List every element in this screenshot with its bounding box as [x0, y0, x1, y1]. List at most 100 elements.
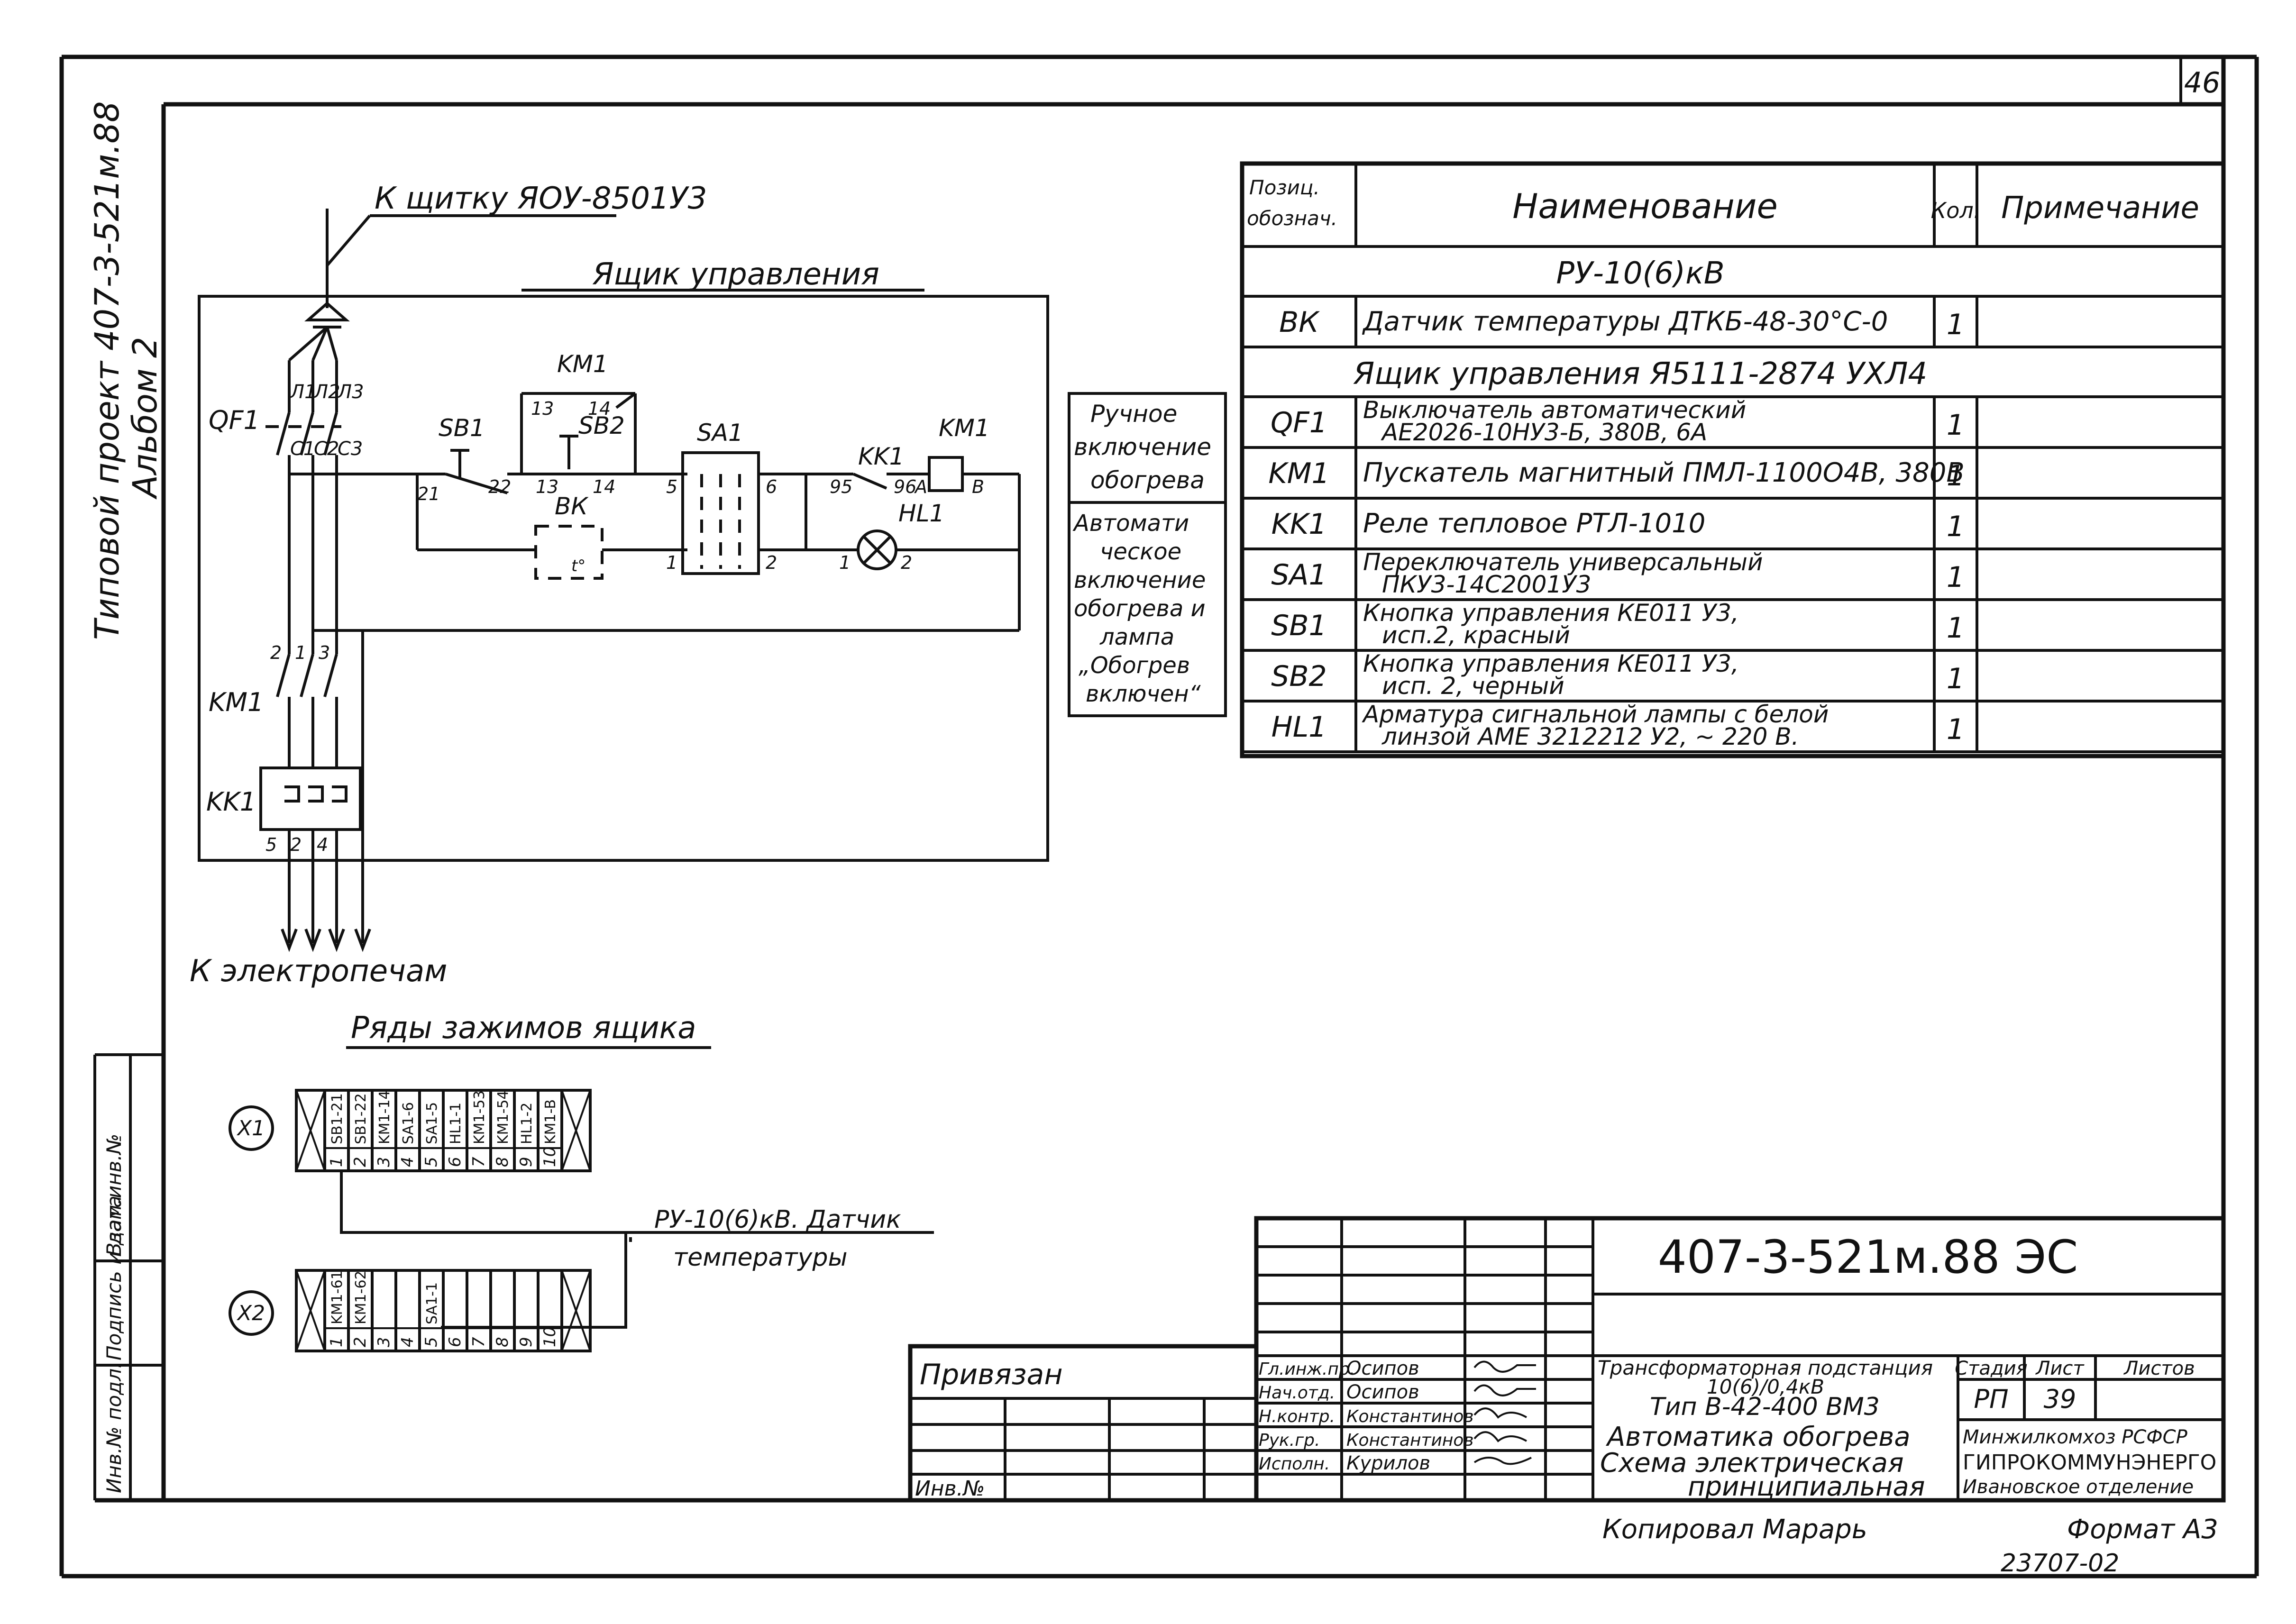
box-title: Ящик управления	[592, 257, 879, 292]
x1-label: X1	[237, 1116, 265, 1140]
mode-auto-1: Автомати	[1072, 510, 1189, 537]
stage-value: РП	[1974, 1384, 2008, 1414]
sa1-label: SA1	[697, 419, 743, 447]
spec-name: АЕ2026-10НУ3-Б, 380В, 6А	[1381, 419, 1707, 446]
sheet-header: Лист	[2035, 1358, 2085, 1379]
x2-terminal-number: 9	[517, 1337, 536, 1347]
term-5: 5	[666, 476, 677, 497]
term-6: 6	[766, 476, 777, 497]
mode-auto-7: включен“	[1086, 681, 1201, 707]
org-line-3: Ивановское отделение	[1963, 1476, 2194, 1498]
project-line-3: Тип В-42-400 ВМ3	[1650, 1393, 1880, 1421]
spec-pos: SB2	[1271, 660, 1326, 693]
sheet-number: 46	[2184, 66, 2220, 100]
term-95: 95	[830, 476, 852, 497]
x1-terminal-number: 4	[398, 1157, 417, 1167]
schematic: К щитку ЯОУ-8501У3 Ящик управления	[190, 181, 1227, 989]
spec-name: Переключатель универсальный	[1363, 548, 1763, 576]
spec-pos: SA1	[1271, 558, 1326, 592]
x1-terminal-tag: KM1-53	[471, 1090, 488, 1144]
x1-terminal-tag: KM1-14	[376, 1090, 393, 1144]
spec-qty: 1	[1947, 459, 1965, 493]
drawing-line-1: Автоматика обогрева	[1606, 1422, 1911, 1452]
term-hl1: 1	[839, 552, 851, 573]
spec-name: Кнопка управления КЕ011 У3,	[1363, 599, 1739, 627]
name-3: Константинов	[1346, 1407, 1474, 1426]
org-line-2: ГИПРОКОММУНЭНЕРГО	[1963, 1451, 2216, 1475]
x2-terminal-number: 1	[327, 1337, 346, 1347]
hdr-note: Примечание	[2001, 191, 2199, 226]
term-14a: 14	[588, 398, 611, 419]
signatures	[1473, 1360, 1536, 1465]
drawing-code: 407-3-521м.88 ЭС	[1658, 1231, 2078, 1284]
inv-label: Инв.№	[915, 1477, 985, 1501]
left-strip: Инв.№ подл. Подпись и дата Взам.инв.№	[93, 1053, 164, 1500]
x2-label: X2	[237, 1301, 265, 1325]
spec-pos: KK1	[1271, 508, 1327, 541]
spec-name: Кнопка управления КЕ011 У3,	[1363, 650, 1739, 677]
term-1: 1	[666, 552, 677, 573]
km-term-5: 3	[319, 642, 330, 663]
phase-lines	[259, 326, 371, 952]
spec-name: линзой АМЕ 3212212 У2, ~ 220 В.	[1381, 723, 1799, 750]
x1-terminal-tag: KM1-B	[542, 1099, 559, 1144]
sb1-label: SB1	[439, 414, 485, 442]
inner-frame	[95, 57, 2226, 1503]
mode-manual-1: Ручное	[1090, 400, 1177, 428]
kk-term-4: 2	[290, 834, 302, 855]
mode-auto-5: лампа	[1099, 624, 1174, 650]
bk-label: ВК	[555, 493, 589, 520]
term-hl2: 2	[901, 552, 912, 573]
output-label: К электропечам	[190, 954, 447, 989]
spec-qty: 1	[1947, 561, 1965, 594]
x1-terminal-tag: HL1-2	[519, 1103, 535, 1144]
x2-end-left	[295, 1270, 326, 1351]
terminal-rows-title: Ряды зажимов ящика	[351, 1011, 696, 1046]
strip-signature-date: Подпись и дата	[102, 1195, 126, 1360]
title-block: Привязан Инв.№ 407-3-521м.88 ЭС Гл.инж.п…	[908, 1216, 2226, 1503]
label-l1: Л1	[289, 381, 317, 403]
sensor-note-2: температуры	[673, 1243, 848, 1272]
role-3: Н.контр.	[1259, 1407, 1335, 1426]
name-4: Константинов	[1346, 1431, 1474, 1450]
term-2: 2	[766, 552, 777, 573]
bk-t-label: t°	[571, 557, 585, 575]
copied-by: Копировал Марарь	[1602, 1514, 1867, 1545]
spec-name: Пускатель магнитный ПМЛ-1100О4В, 380В	[1363, 457, 1965, 488]
hdr-qty: Кол.	[1931, 198, 1981, 223]
x1-terminal-tag: SB1-21	[329, 1093, 346, 1144]
term-b: B	[972, 476, 984, 497]
x1-terminal-tag: SA1-6	[400, 1102, 417, 1144]
spec-qty: 1	[1947, 713, 1965, 746]
km1-coil-top-label: KM1	[557, 350, 608, 378]
hdr-pos-1: Позиц.	[1249, 176, 1320, 199]
spec-pos: HL1	[1271, 711, 1327, 744]
mode-auto-2: ческое	[1100, 538, 1181, 565]
name-5: Курилов	[1346, 1452, 1430, 1474]
km1-main-label: KM1	[209, 687, 264, 717]
km1-coil-label: KM1	[939, 414, 990, 442]
control-box	[198, 295, 1049, 862]
kk-term-2: 5	[265, 834, 277, 855]
mode-manual-2: включение	[1074, 433, 1211, 461]
footer: Копировал Марарь Формат А3 23707-02	[1602, 1514, 2218, 1578]
label-c2: С2	[314, 438, 339, 460]
spec-pos: SB1	[1271, 609, 1326, 642]
kk-term-6: 4	[317, 834, 328, 855]
drawing-line-2: Схема электрическая	[1600, 1448, 1904, 1478]
spec-name: Датчик температуры ДТКБ-48-30°С-0	[1362, 306, 1888, 337]
label-c1: С1	[290, 438, 315, 460]
x1-terminal-tag: KM1-54	[495, 1090, 512, 1144]
x2-terminal-number: 3	[375, 1337, 393, 1347]
org-line-1: Минжилкомхоз РСФСР	[1963, 1426, 2188, 1448]
hl1-label: HL1	[898, 500, 944, 527]
spec-name: ПКУ3-14С2001У3	[1382, 571, 1591, 598]
term-96: 96	[894, 476, 916, 497]
label-c3: С3	[338, 438, 363, 460]
term-22: 22	[488, 476, 511, 497]
x2-terminal-tag: KM1-61	[329, 1270, 346, 1324]
x1-end-left	[295, 1090, 326, 1171]
km-term-3: 1	[295, 642, 306, 663]
